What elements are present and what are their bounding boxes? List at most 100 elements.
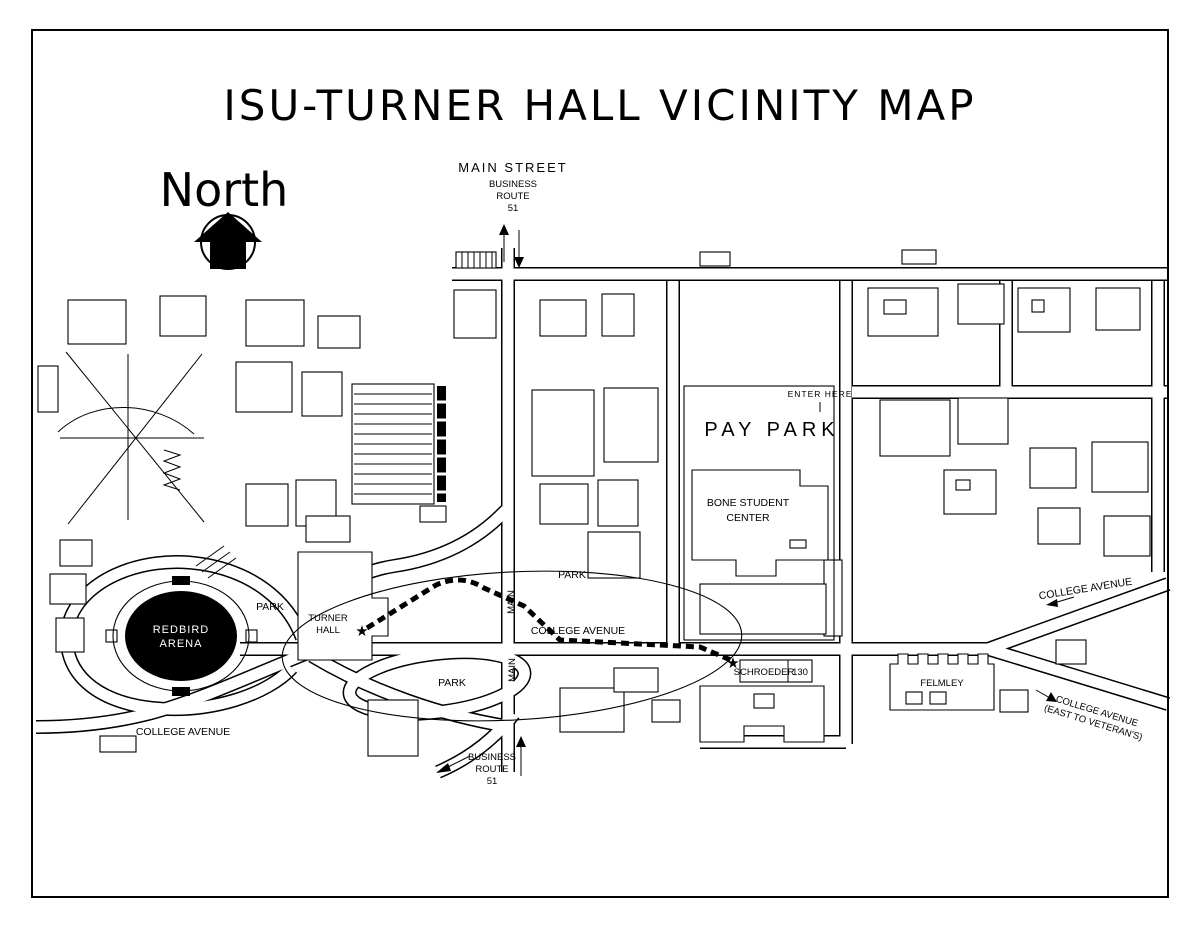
- building: [699, 583, 827, 635]
- north-label: North: [160, 163, 289, 217]
- southeast-arrow-icon: [1046, 692, 1057, 702]
- label-college-avenue: COLLEGE AVENUE: [531, 625, 625, 637]
- buildings-layer: [37, 249, 1151, 757]
- redbird-arena-building: [105, 576, 258, 696]
- building: [957, 283, 1005, 325]
- label-main-vertical: MAIN: [506, 590, 517, 614]
- north-compass: North: [160, 163, 289, 270]
- label-bone-center: CENTER: [726, 512, 770, 524]
- building: [367, 699, 419, 757]
- label-51: 51: [508, 203, 519, 214]
- building: [531, 389, 595, 477]
- label-route: ROUTE: [496, 191, 529, 202]
- left-arrow-icon: [1046, 599, 1058, 607]
- building: [603, 387, 659, 463]
- building: [1037, 507, 1081, 545]
- pay-park-lot: [683, 385, 835, 641]
- building: [67, 299, 127, 345]
- drawing-border: [31, 29, 1169, 898]
- label-schroeder: SCHROEDER: [734, 667, 795, 678]
- label-hall: HALL: [316, 625, 340, 636]
- hatched-building: [455, 251, 497, 269]
- label-schroeder-130: 130: [792, 667, 808, 678]
- bleachers-building: [351, 383, 447, 523]
- label-enter-here: ENTER HERE: [788, 389, 853, 399]
- label-turner: TURNER: [308, 613, 348, 624]
- building: [305, 515, 351, 543]
- route-highlight-ellipse: [281, 570, 743, 722]
- star-icon: ★: [726, 655, 739, 672]
- up-arrow-icon: [516, 736, 526, 747]
- building: [99, 735, 137, 753]
- building: [597, 479, 639, 527]
- north-arrow-icon: [194, 212, 262, 269]
- svg-text:MAIN: MAIN: [507, 658, 518, 682]
- building: [699, 251, 731, 267]
- building: [601, 293, 635, 337]
- campus-paths-layer: [57, 351, 237, 579]
- building: [943, 469, 997, 515]
- label-route: ROUTE: [475, 764, 508, 775]
- svg-text:MAIN: MAIN: [506, 590, 517, 614]
- building: [879, 399, 951, 457]
- building: [613, 667, 659, 693]
- turner-hall-building: [297, 551, 389, 661]
- building: [159, 295, 207, 337]
- label-business: BUSINESS: [468, 752, 516, 763]
- map-labels-layer: PAY PARK ENTER HERE BONE STUDENT CENTER …: [136, 389, 1144, 743]
- building: [867, 287, 939, 337]
- building-detail: [883, 299, 907, 315]
- building: [453, 289, 497, 339]
- building: [55, 617, 85, 653]
- building: [823, 559, 843, 637]
- building-detail: [1031, 299, 1045, 313]
- building-detail: [753, 693, 775, 709]
- label-park: PARK: [438, 677, 466, 689]
- label-park: PARK: [558, 569, 586, 581]
- southeast-arrow-icon: [1035, 689, 1051, 699]
- label-bone-student: BONE STUDENT: [707, 497, 790, 509]
- building: [999, 689, 1029, 713]
- label-arena: ARENA: [160, 638, 203, 650]
- felmley-building: [889, 653, 995, 711]
- business-route-south-labels: BUSINESS ROUTE 51: [436, 736, 526, 787]
- label-main-vertical: MAIN: [507, 658, 518, 682]
- building: [901, 249, 937, 265]
- quad-path: [65, 351, 205, 523]
- building: [245, 483, 289, 527]
- building: [539, 299, 587, 337]
- building: [301, 371, 343, 417]
- building: [1103, 515, 1151, 557]
- label-college-avenue-west: COLLEGE AVENUE: [136, 726, 230, 738]
- building: [1055, 639, 1087, 665]
- building-detail: [955, 479, 971, 491]
- southwest-arrow-icon: [436, 763, 451, 773]
- quad-path: [67, 353, 203, 525]
- schroeder-room-box: [739, 659, 813, 683]
- building: [651, 699, 681, 723]
- building: [1091, 441, 1149, 493]
- building: [245, 299, 305, 347]
- page-title: ISU-TURNER HALL VICINITY MAP: [223, 81, 976, 130]
- building: [235, 361, 293, 413]
- label-main-street: MAIN STREET: [458, 160, 567, 175]
- up-arrow-icon: [499, 224, 509, 235]
- label-pay-park: PAY PARK: [704, 419, 839, 441]
- main-street-labels: MAIN STREET BUSINESS ROUTE 51: [458, 160, 567, 268]
- building: [1095, 287, 1141, 331]
- route-path: [365, 577, 734, 664]
- building: [37, 365, 59, 413]
- down-arrow-icon: [514, 257, 524, 268]
- building: [59, 539, 93, 567]
- label-felmley: FELMLEY: [920, 678, 964, 689]
- label-park: PARK: [256, 601, 284, 613]
- building: [1029, 447, 1077, 489]
- star-icon: ★: [355, 623, 368, 640]
- label-business: BUSINESS: [489, 179, 537, 190]
- quad-path: [57, 407, 195, 435]
- stair-zigzag: [162, 449, 182, 491]
- building-detail: [789, 539, 807, 549]
